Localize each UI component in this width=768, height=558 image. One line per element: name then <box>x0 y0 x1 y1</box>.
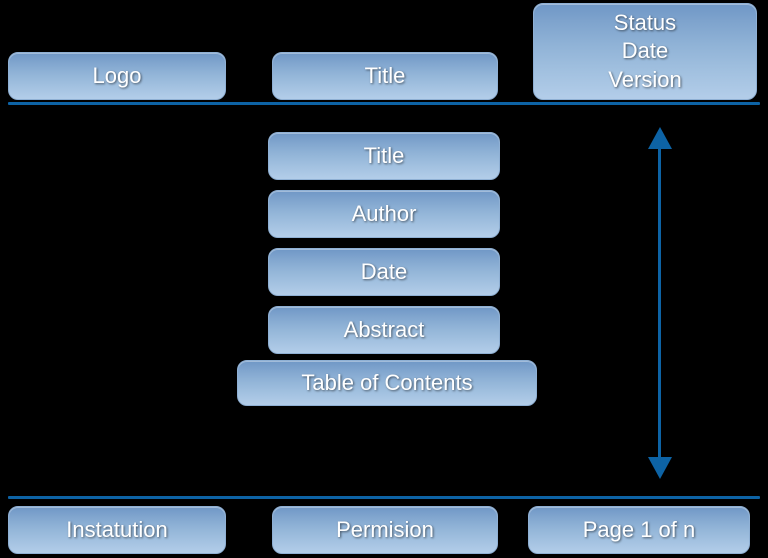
arrow-up-head-icon <box>648 127 672 149</box>
footer-page-box[interactable]: Page 1 of n <box>528 506 750 554</box>
header-title-box[interactable]: Title <box>272 52 498 100</box>
body-block-table-of-contents[interactable]: Table of Contents <box>237 360 537 406</box>
arrow-shaft <box>658 147 661 459</box>
body-block-date[interactable]: Date <box>268 248 500 296</box>
header-divider-rule <box>8 102 760 105</box>
header-logo-box[interactable]: Logo <box>8 52 226 100</box>
body-block-author[interactable]: Author <box>268 190 500 238</box>
arrow-down-head-icon <box>648 457 672 479</box>
footer-divider-rule <box>8 496 760 499</box>
footer-institution-box[interactable]: Instatution <box>8 506 226 554</box>
body-block-title[interactable]: Title <box>268 132 500 180</box>
header-meta-box[interactable]: Status Date Version <box>533 3 757 100</box>
footer-permission-box[interactable]: Permision <box>272 506 498 554</box>
body-block-abstract[interactable]: Abstract <box>268 306 500 354</box>
